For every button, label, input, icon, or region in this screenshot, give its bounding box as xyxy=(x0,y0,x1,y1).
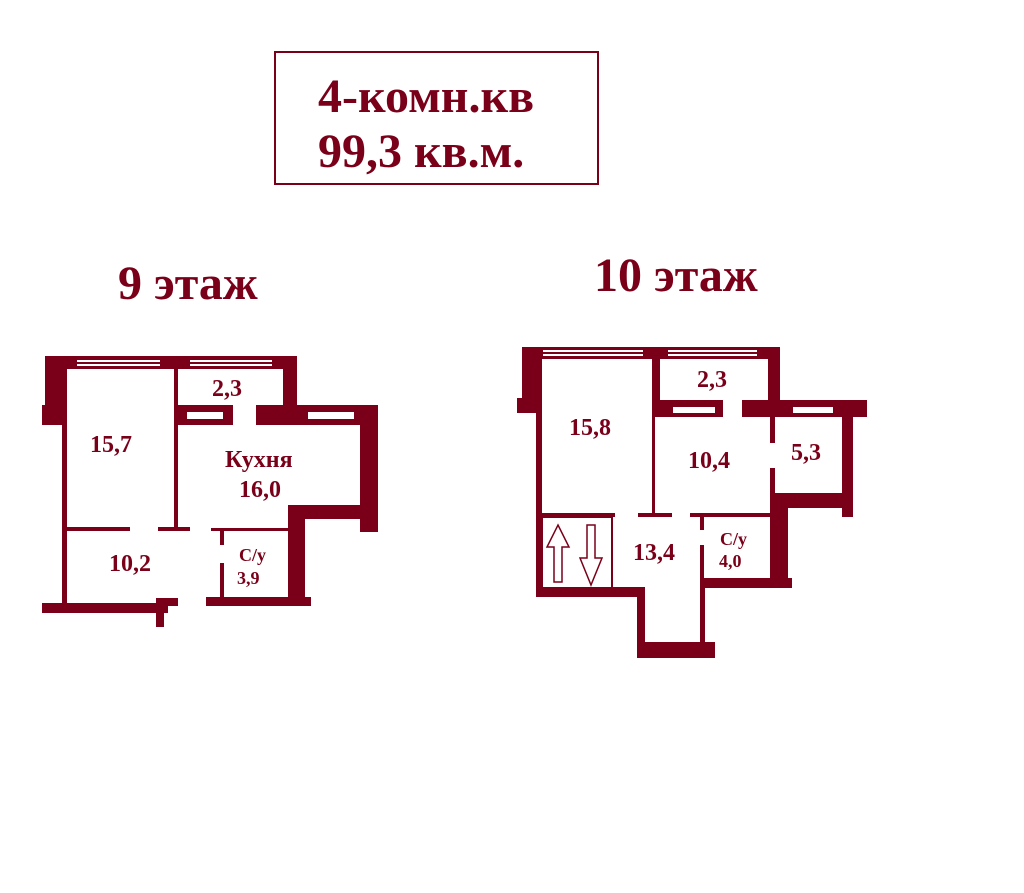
bathroom-area: 3,9 xyxy=(237,568,260,588)
room-5-3-area: 5,3 xyxy=(791,440,821,466)
apartment-title-box: 4-комн.кв 99,3 кв.м. xyxy=(274,51,599,185)
bathroom-label: С/у xyxy=(239,545,266,565)
floor-9-plan: 15,7 2,3 Кухня 16,0 10,2 С/у 3,9 xyxy=(42,356,378,627)
room-15-7-area: 15,7 xyxy=(90,432,132,458)
bathroom-label: С/у xyxy=(720,529,747,549)
kitchen-label: Кухня xyxy=(225,447,293,473)
apartment-type: 4-комн.кв xyxy=(318,70,535,123)
up-down-arrows-icon xyxy=(545,523,604,587)
kitchen-area: 16,0 xyxy=(239,477,281,503)
floor-10-plan: 15,8 2,3 10,4 5,3 13,4 С/у 4,0 xyxy=(517,347,867,658)
room-10-4-area: 10,4 xyxy=(688,448,730,474)
loggia-area: 2,3 xyxy=(697,367,727,393)
loggia-area: 2,3 xyxy=(212,376,242,402)
room-15-8-area: 15,8 xyxy=(569,415,611,441)
floor-9-label: 9 этаж xyxy=(118,257,258,310)
floor-10-label: 10 этаж xyxy=(594,249,758,302)
bathroom-area: 4,0 xyxy=(719,551,742,571)
hall-area: 13,4 xyxy=(633,540,675,566)
hall-area: 10,2 xyxy=(109,551,151,577)
apartment-area: 99,3 кв.м. xyxy=(318,125,525,178)
